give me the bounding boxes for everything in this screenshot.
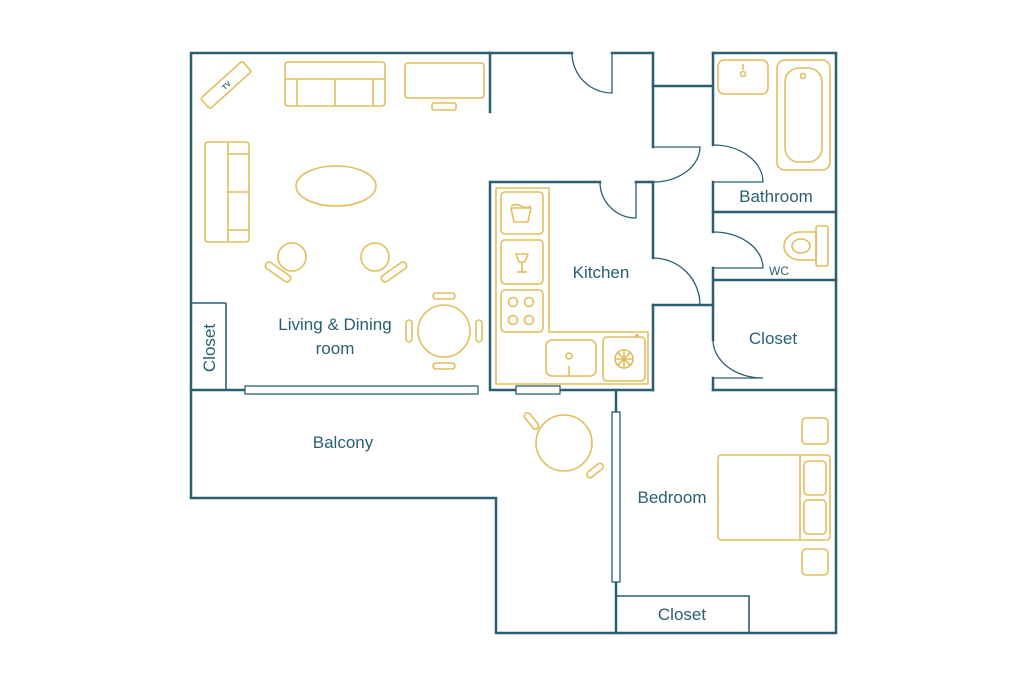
armchair-left: [264, 242, 307, 283]
nightstand-bottom: [801, 548, 829, 576]
bedroom-label: Bedroom: [638, 488, 707, 507]
entry-door: [571, 52, 613, 94]
kitchen-counter: [495, 187, 649, 385]
armchair-right: [360, 242, 408, 283]
glazing: [244, 385, 621, 583]
toilet: [783, 225, 829, 267]
sofa-top: [284, 61, 386, 107]
kitchen-side-door: [652, 257, 701, 306]
bathroom-sink: [717, 59, 769, 95]
walls: [189, 51, 838, 635]
coffee-table: [295, 165, 377, 207]
furniture: TV: [200, 59, 831, 576]
bathroom-door: [712, 144, 764, 183]
dining-table: [405, 292, 483, 370]
hall-closet-label: Closet: [749, 329, 797, 348]
bedroom-balcony-door: [611, 411, 621, 583]
doors: [571, 52, 764, 379]
sofa-left: [204, 141, 250, 243]
living-closet-label: Closet: [200, 324, 219, 372]
kitchen-wall: [488, 180, 602, 392]
corridor-door: [652, 146, 701, 183]
wc-label: WC: [769, 264, 789, 278]
closet-door: [712, 339, 764, 379]
bedroom-closet-wall: [616, 595, 750, 633]
tv-unit: TV: [200, 61, 252, 109]
living-balcony-window: [244, 385, 479, 395]
kitchen-door: [599, 181, 637, 219]
nightstand-top: [801, 417, 829, 445]
wc-door: [712, 231, 764, 269]
outer-wall-left-top: [189, 51, 838, 635]
desk: [404, 62, 485, 111]
balcony-table: [523, 412, 604, 479]
living-room-label: Living & Dining: [278, 315, 391, 334]
bathroom-label: Bathroom: [739, 187, 813, 206]
bedroom-closet-label: Closet: [658, 605, 706, 624]
living-room-label-line2: room: [316, 339, 355, 358]
bed: [717, 454, 831, 541]
bathtub: [776, 59, 831, 171]
balcony-label: Balcony: [313, 433, 374, 452]
room-labels: Living & Dining room Kitchen Bathroom WC…: [200, 187, 813, 624]
tv-label: TV: [221, 80, 233, 91]
kitchen-balcony-window: [515, 385, 561, 395]
kitchen-label: Kitchen: [573, 263, 630, 282]
